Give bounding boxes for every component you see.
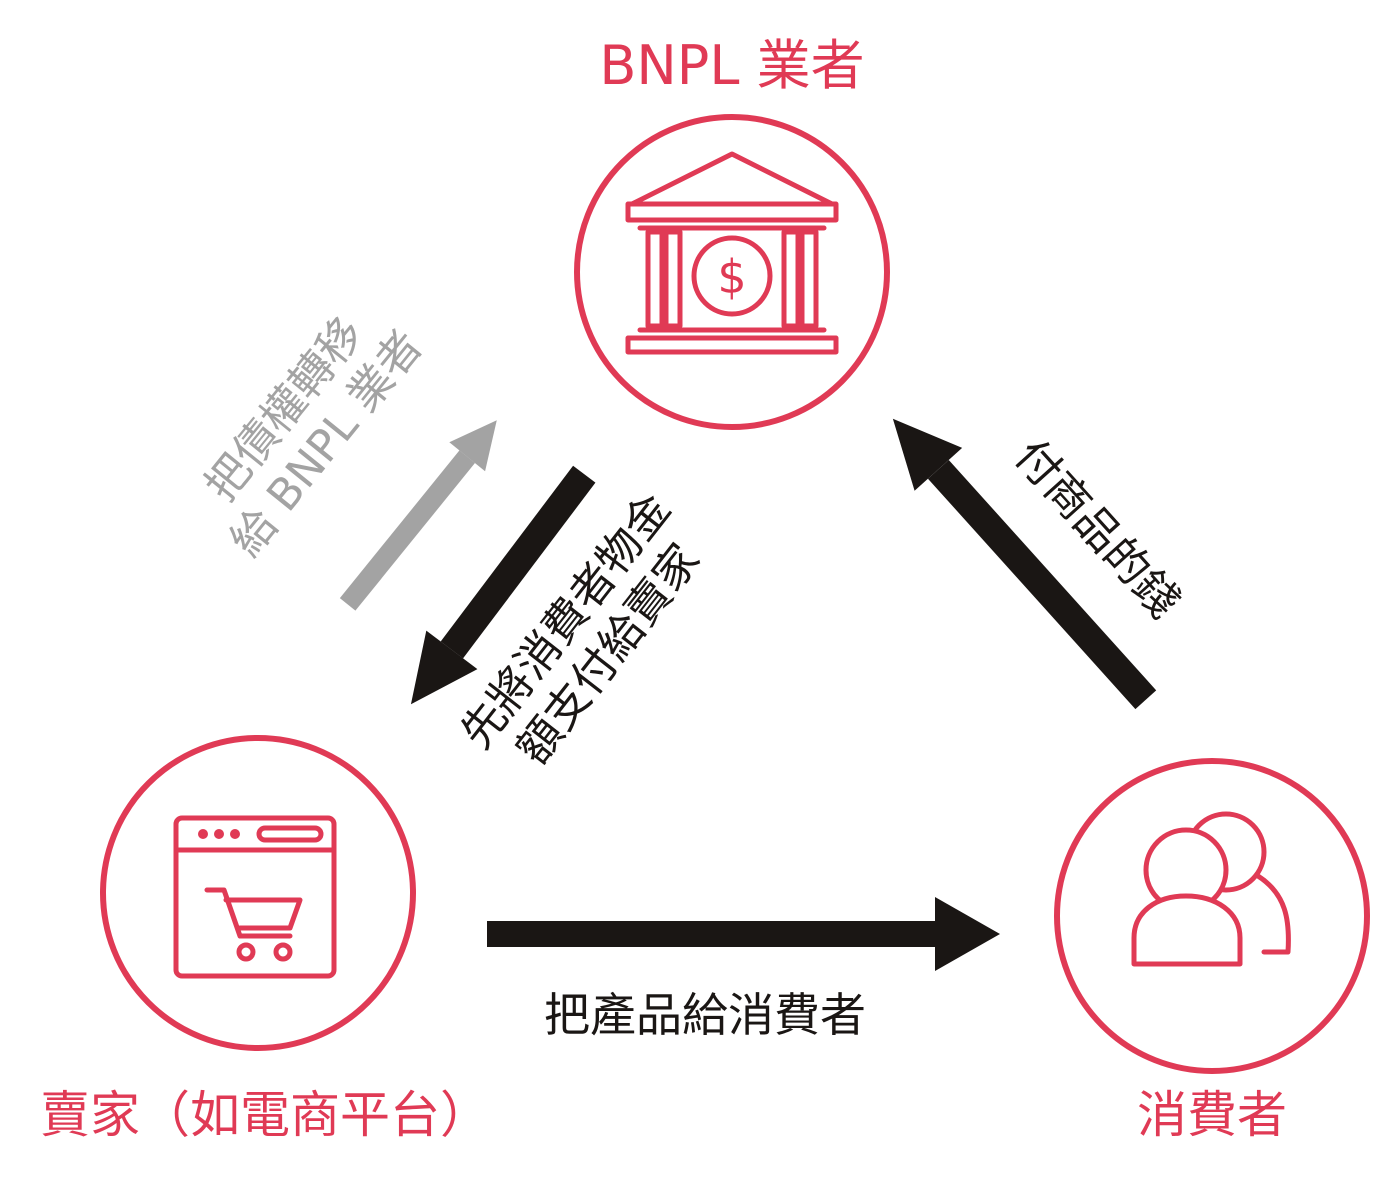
bank-dollar-icon <box>625 151 839 355</box>
consumer-circle <box>1054 758 1370 1074</box>
give-product-arrow <box>487 897 1000 971</box>
pay-goods-line1: 付商品的錢 <box>1004 430 1189 628</box>
bnpl-label: BNPL 業者 <box>599 34 864 97</box>
debt-transfer-text: 把債權轉移 給 BNPL 業者 <box>196 308 433 566</box>
pay-goods-text: 付商品的錢 <box>1004 430 1189 628</box>
seller-circle <box>100 735 416 1051</box>
consumer-label: 消費者 <box>1137 1086 1287 1144</box>
users-icon <box>1131 811 1291 967</box>
debt-transfer-arrow <box>339 420 497 611</box>
advance-payment-arrow <box>410 465 596 705</box>
give-product-text: 把產品給消費者 <box>544 988 866 1042</box>
seller-label: 賣家（如電商平台） <box>40 1086 490 1144</box>
give-product-flow: 把產品給消費者 <box>487 897 1000 1042</box>
debt-transfer-flow: 把債權轉移 給 BNPL 業者 <box>196 308 497 611</box>
pay-goods-flow: 付商品的錢 <box>892 418 1189 710</box>
online-shop-cart-icon <box>173 815 337 979</box>
seller-node: 賣家（如電商平台） <box>40 735 490 1144</box>
advance-payment-text: 先將消費者物金 額支付給賣家 <box>451 484 710 774</box>
consumer-node: 消費者 <box>1054 758 1370 1144</box>
bnpl-circle <box>574 114 890 430</box>
pay-goods-arrow <box>892 418 1157 710</box>
bnpl-node: BNPL 業者 $ <box>574 34 890 430</box>
dollar-symbol: $ <box>717 250 746 304</box>
